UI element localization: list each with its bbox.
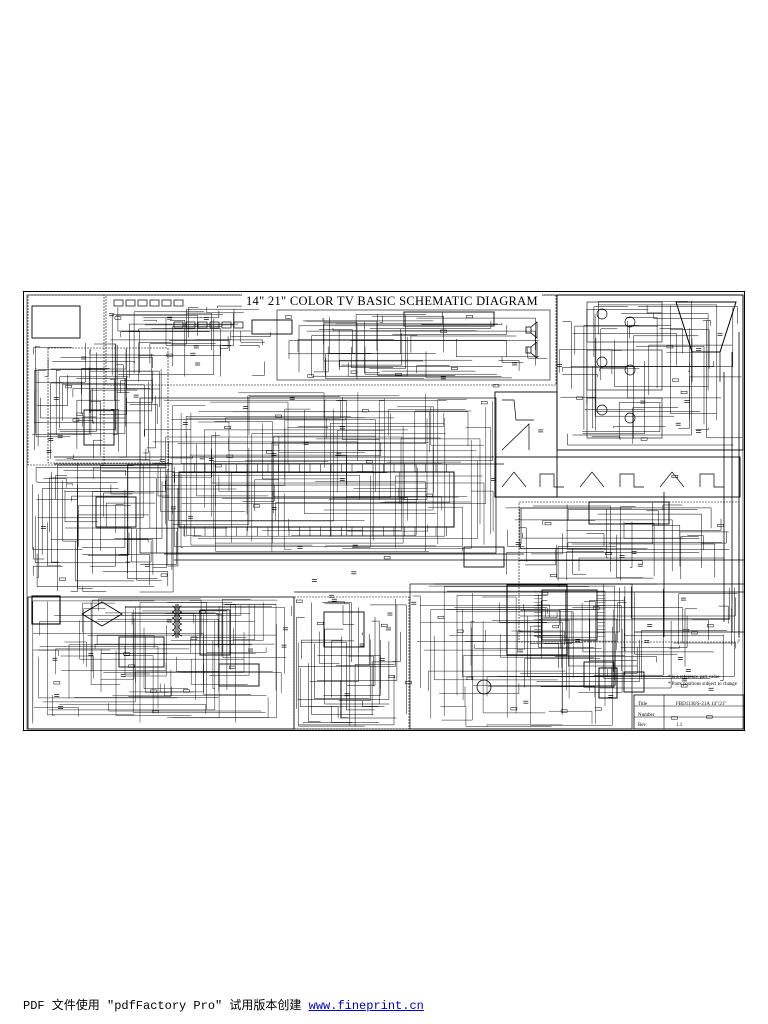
notes-line-1: * is a reference part value xyxy=(668,675,720,680)
pdf-footer: PDF 文件使用 "pdfFactory Pro" 试用版本创建 www.fin… xyxy=(23,996,424,1013)
schematic-sheet: 14" 21" COLOR TV BASIC SCHEMATIC DIAGRAM… xyxy=(23,291,745,731)
diagram-title: 14" 21" COLOR TV BASIC SCHEMATIC DIAGRAM xyxy=(242,294,542,309)
schematic-blocks xyxy=(26,294,745,730)
title-block-rev-value: 1.1 xyxy=(676,723,683,728)
footer-text: PDF 文件使用 "pdfFactory Pro" 试用版本创建 xyxy=(23,999,309,1013)
title-block-title-label: Title xyxy=(638,702,648,707)
notes-line-2: * Parts positions subject to change xyxy=(668,682,738,687)
title-block-rev-label: Rev. xyxy=(638,723,647,728)
schematic-wires xyxy=(32,300,744,727)
title-block-title-value: FBD1130/S-21A 14"/21" xyxy=(676,702,727,707)
schematic-drawing xyxy=(26,294,745,730)
title-block-number-label: Number xyxy=(638,713,655,718)
footer-link[interactable]: www.fineprint.cn xyxy=(308,999,424,1013)
schematic-components xyxy=(40,299,737,720)
